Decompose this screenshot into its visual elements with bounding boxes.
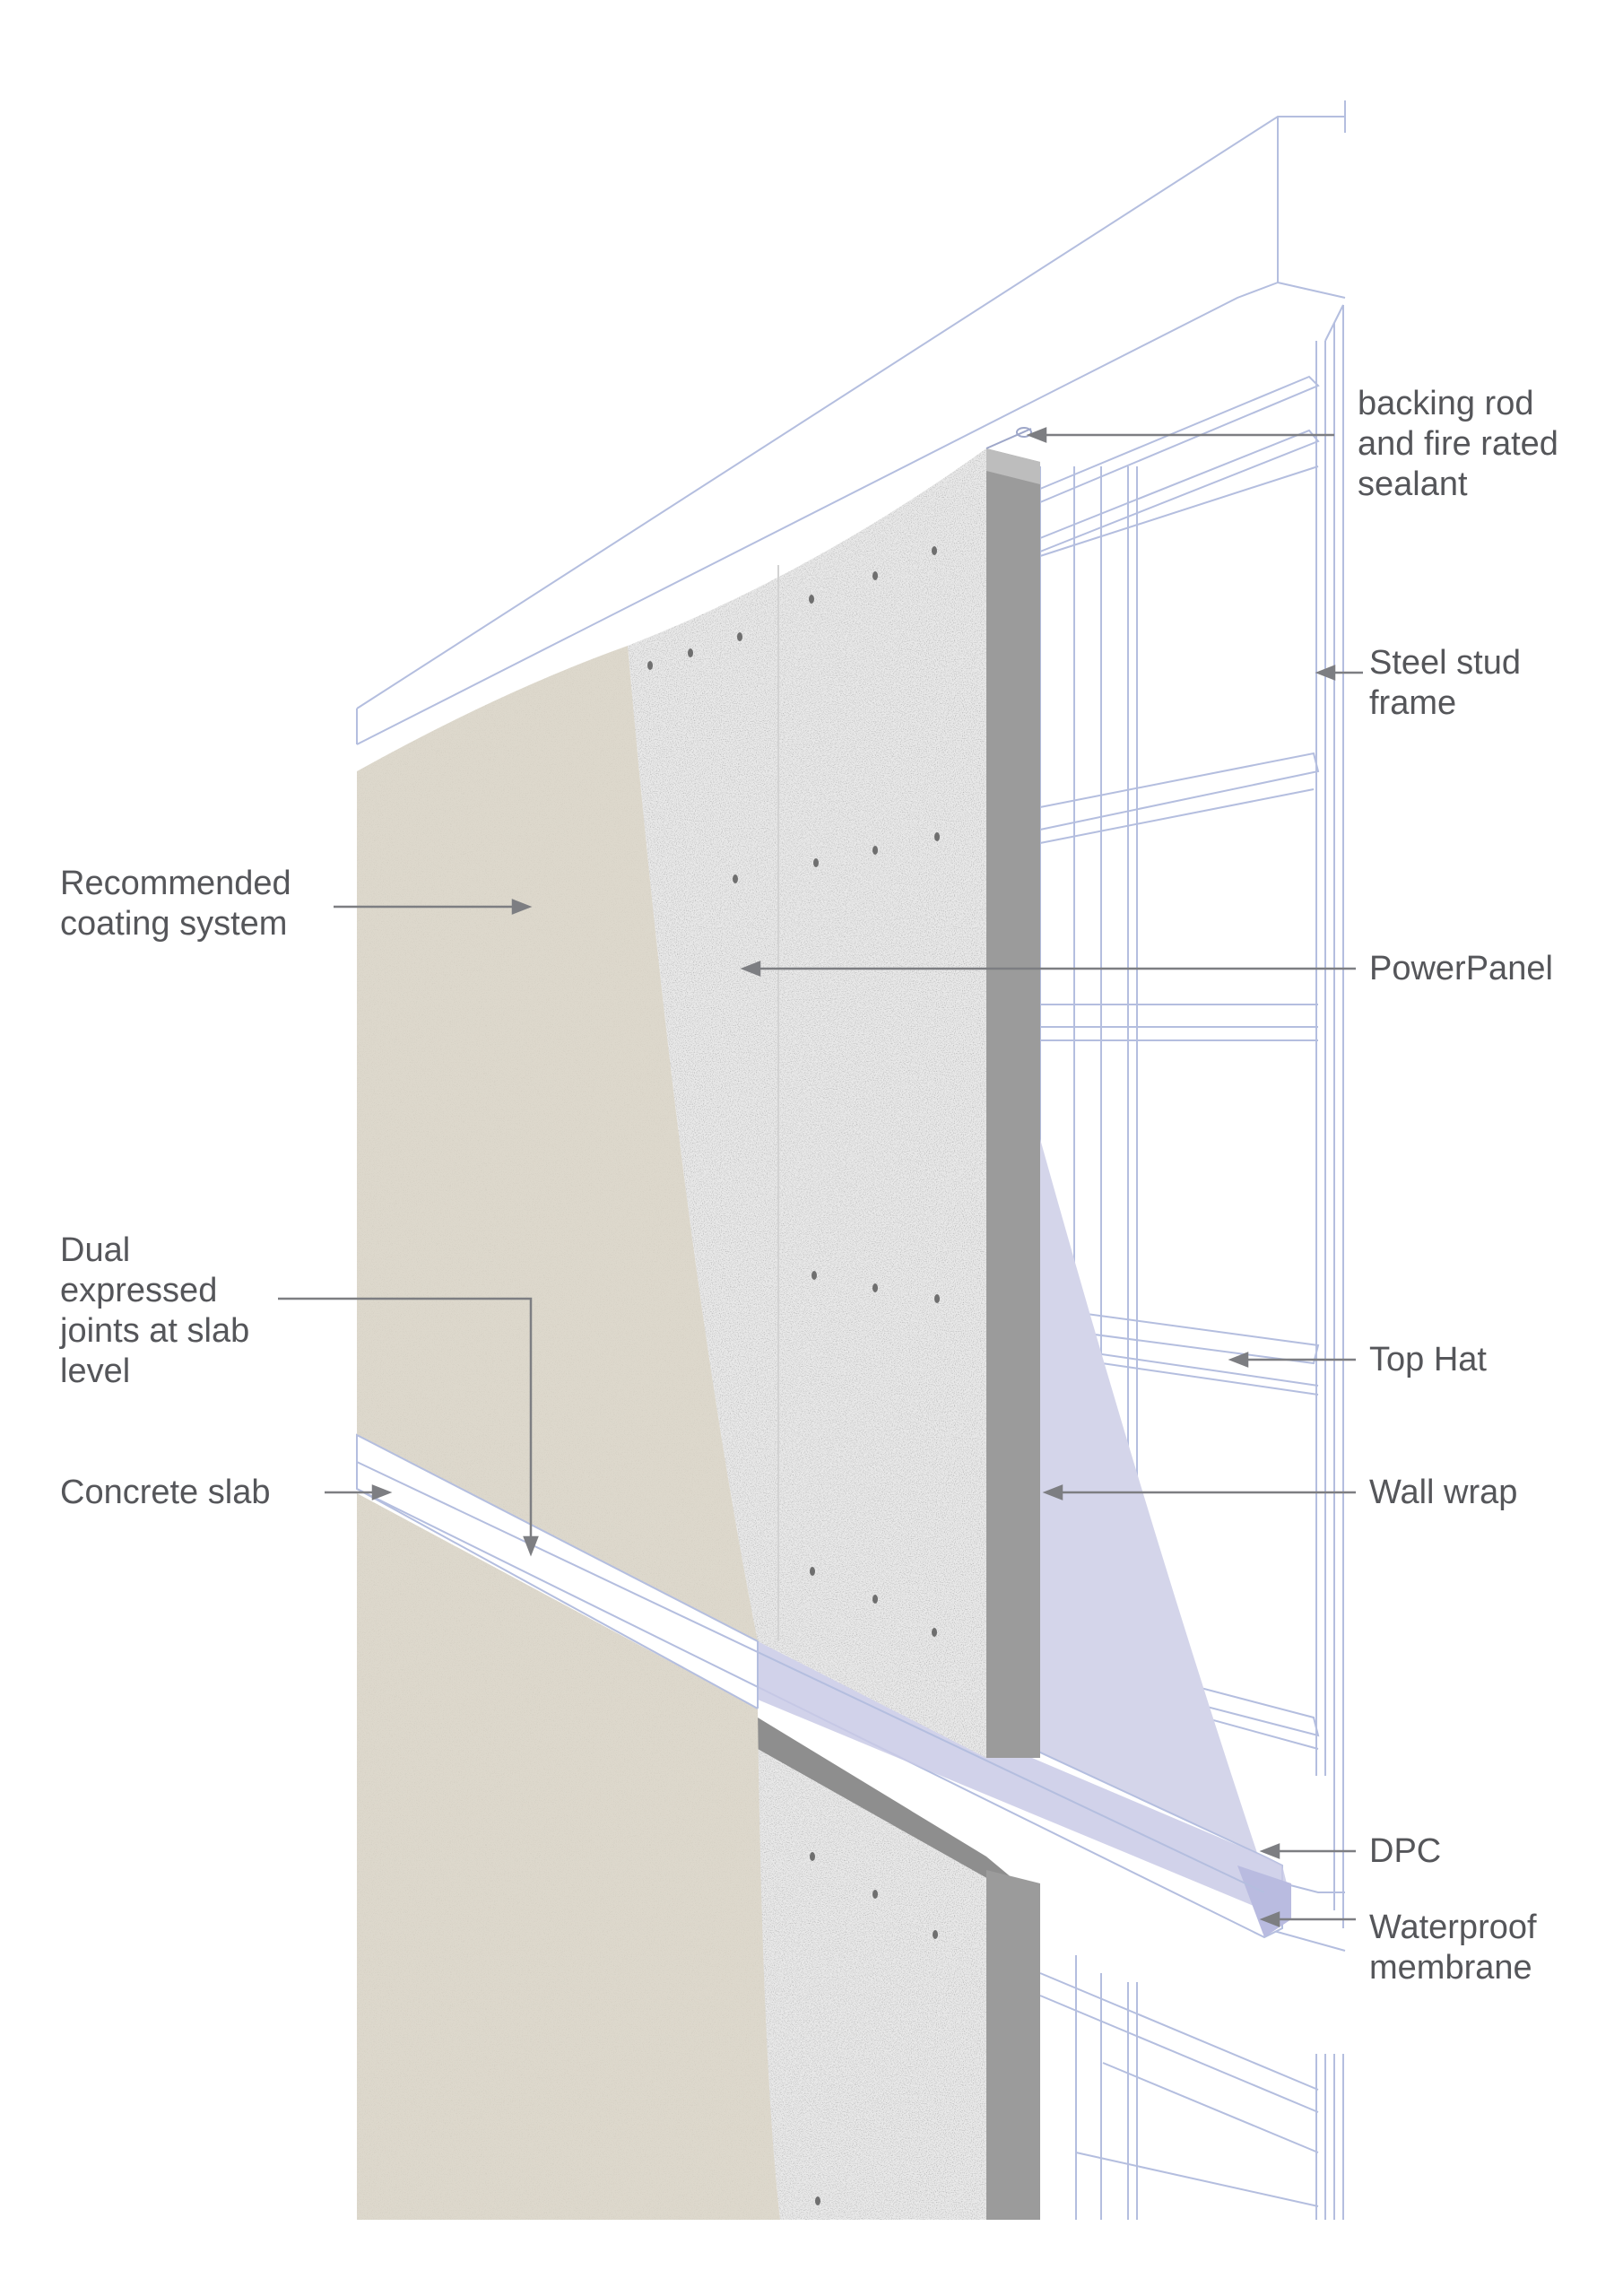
label-waterproof-membrane: Waterproof membrane — [1369, 1909, 1537, 1987]
label-coating-system: Recommended coating system — [60, 865, 291, 943]
label-steel-stud-frame: Steel stud frame — [1369, 644, 1521, 722]
powerpanel-lower — [758, 1718, 1040, 2220]
coating-upper — [357, 646, 758, 1641]
label-dpc: DPC — [1369, 1832, 1442, 1870]
slab-joint — [356, 1434, 759, 1709]
wall-wrap — [1040, 1139, 1260, 1861]
label-dual-joints: Dual expressed joints at slab level — [60, 1231, 250, 1390]
powerpanel-upper — [628, 448, 1040, 1758]
label-top-hat: Top Hat — [1369, 1341, 1487, 1378]
label-wall-wrap: Wall wrap — [1369, 1474, 1518, 1511]
backing-rod — [985, 427, 1032, 449]
label-backing-rod: backing rod and fire rated sealant — [1358, 385, 1558, 503]
building-outline — [356, 100, 1346, 745]
label-powerpanel: PowerPanel — [1369, 950, 1553, 987]
leader-lines — [278, 427, 1363, 1927]
label-concrete-slab: Concrete slab — [60, 1474, 271, 1511]
coating-lower — [357, 1493, 780, 2220]
steel-stud-frame — [1039, 304, 1346, 2220]
fixing-screws — [647, 546, 940, 2205]
